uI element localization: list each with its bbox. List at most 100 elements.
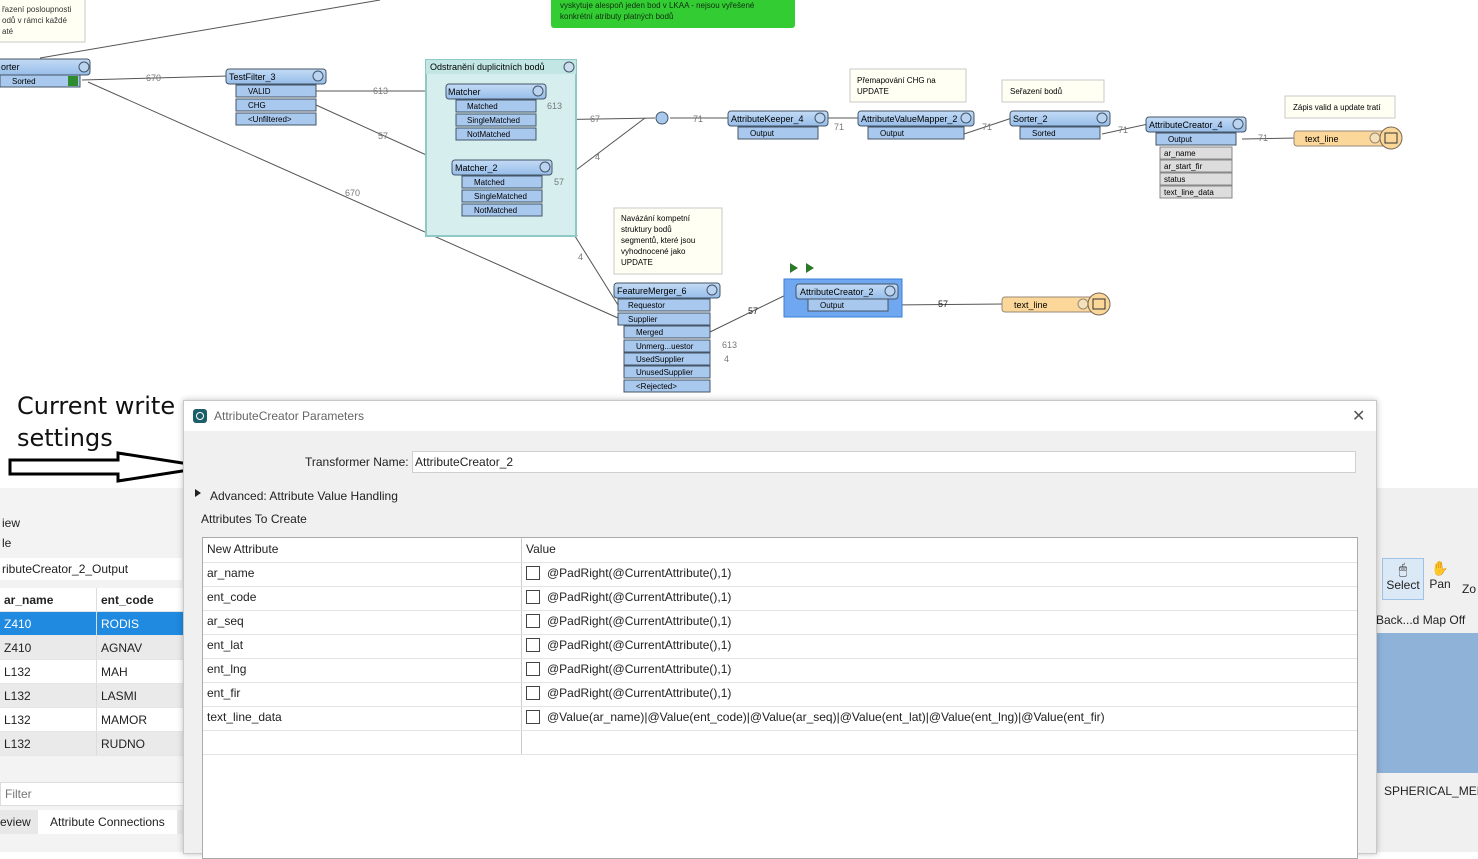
attribute-value[interactable]: @PadRight(@CurrentAttribute(),1)	[547, 686, 732, 700]
transformer-attributevaluemapper[interactable]: AttributeValueMapper_2 Output	[857, 110, 975, 140]
value-editor-icon[interactable]	[526, 710, 540, 724]
svg-text:71: 71	[693, 114, 703, 124]
table-row[interactable]: ent_fir @PadRight(@CurrentAttribute(),1)	[203, 682, 1357, 707]
select-tool-button[interactable]: 🖱 Select	[1382, 558, 1424, 600]
attribute-value[interactable]: @Value(ar_name)|@Value(ent_code)|@Value(…	[547, 710, 1105, 724]
junction[interactable]	[655, 111, 669, 125]
attribute-name[interactable]: ent_fir	[207, 686, 241, 700]
attribute-value[interactable]: @PadRight(@CurrentAttribute(),1)	[547, 614, 732, 628]
writer-text-line-1[interactable]: text_line	[1293, 126, 1403, 150]
attribute-value[interactable]: @PadRight(@CurrentAttribute(),1)	[547, 590, 732, 604]
zoom-tool-button[interactable]: Zo	[1462, 582, 1477, 596]
attribute-value[interactable]: @PadRight(@CurrentAttribute(),1)	[547, 566, 732, 580]
table-row[interactable]: ar_seq @PadRight(@CurrentAttribute(),1)	[203, 610, 1357, 635]
value-editor-icon[interactable]	[526, 566, 540, 580]
table-row[interactable]: ent_code @PadRight(@CurrentAttribute(),1…	[203, 586, 1357, 611]
column-header[interactable]: ar_name	[0, 588, 97, 612]
gear-icon[interactable]	[1232, 118, 1244, 130]
transformer-name-input[interactable]: AttributeCreator_2	[412, 451, 1356, 473]
table-row[interactable]: text_line_data @Value(ar_name)|@Value(en…	[203, 706, 1357, 731]
transformer-sorter-2[interactable]: Sorter_2 Sorted	[1009, 110, 1111, 140]
writer-text-line-2[interactable]: text_line	[1001, 292, 1111, 316]
gear-icon[interactable]	[884, 285, 896, 297]
transformer-attributekeeper[interactable]: AttributeKeeper_4 Output	[727, 110, 829, 140]
expand-triangle-icon[interactable]	[195, 489, 201, 497]
tab-preview[interactable]: eview	[0, 815, 31, 829]
transformer-matcher-2[interactable]: Matcher_2 Matched SingleMatched NotMatch…	[451, 159, 553, 217]
table-cell: MAMOR	[96, 707, 184, 732]
table-row-empty[interactable]	[203, 730, 1357, 755]
gear-icon[interactable]	[814, 112, 826, 124]
transformer-attributecreator-4[interactable]: AttributeCreator_4 Output ar_name ar_sta…	[1145, 116, 1247, 199]
svg-text:NotMatched: NotMatched	[474, 206, 517, 215]
table-row[interactable]: ent_lng @PadRight(@CurrentAttribute(),1)	[203, 658, 1357, 683]
value-editor-icon[interactable]	[526, 590, 540, 604]
run-to-this-icon[interactable]	[790, 263, 814, 273]
inspect-icon[interactable]	[68, 76, 78, 86]
workspace-canvas[interactable]: řazení posloupnosti odů v rámci každé at…	[0, 0, 1478, 400]
table-row[interactable]: ent_lat @PadRight(@CurrentAttribute(),1)	[203, 634, 1357, 659]
background-map-toggle[interactable]: Back...d Map Off	[1376, 613, 1466, 627]
svg-text:text_line: text_line	[1014, 300, 1048, 310]
transformer-featuremerger[interactable]: FeatureMerger_6 Requestor Supplier Merge…	[613, 282, 721, 393]
map-view[interactable]	[1376, 633, 1478, 773]
value-editor-icon[interactable]	[526, 662, 540, 676]
svg-text:UsedSupplier: UsedSupplier	[636, 355, 684, 364]
table-cell: Z410	[0, 611, 97, 636]
svg-text:AttributeKeeper_4: AttributeKeeper_4	[731, 114, 804, 124]
svg-text:57: 57	[378, 131, 388, 141]
column-header[interactable]: ent_code	[96, 588, 184, 612]
attribute-value[interactable]: @PadRight(@CurrentAttribute(),1)	[547, 638, 732, 652]
gear-icon[interactable]	[1077, 298, 1089, 310]
attribute-name[interactable]: ent_lng	[207, 662, 247, 676]
gear-icon[interactable]	[706, 284, 718, 296]
advanced-section-toggle[interactable]: Advanced: Attribute Value Handling	[210, 489, 398, 503]
svg-text:ar_name: ar_name	[1164, 149, 1196, 158]
table-row[interactable]: ar_name @PadRight(@CurrentAttribute(),1)	[203, 562, 1357, 587]
svg-text:Output: Output	[750, 129, 775, 138]
gear-icon[interactable]	[1096, 112, 1108, 124]
svg-text:SingleMatched: SingleMatched	[474, 192, 527, 201]
attribute-value[interactable]: @PadRight(@CurrentAttribute(),1)	[547, 662, 732, 676]
gear-icon[interactable]	[78, 61, 90, 73]
svg-text:SingleMatched: SingleMatched	[467, 116, 520, 125]
svg-text:<Rejected>: <Rejected>	[636, 382, 677, 391]
attribute-name[interactable]: ent_lat	[207, 638, 244, 652]
gear-icon[interactable]	[960, 112, 972, 124]
attribute-name[interactable]: text_line_data	[207, 710, 282, 724]
attribute-name[interactable]: ar_seq	[207, 614, 244, 628]
filter-input[interactable]	[0, 782, 186, 806]
cursor-icon: 🖱	[1398, 561, 1408, 577]
value-editor-icon[interactable]	[526, 614, 540, 628]
pan-tool-button[interactable]: ✋ Pan	[1428, 560, 1452, 596]
gear-icon[interactable]	[1369, 132, 1381, 144]
tab-attribute-connections[interactable]: Attribute Connections	[38, 810, 177, 834]
feature-type-selector[interactable]: ributeCreator_2_Output	[0, 558, 182, 580]
gear-icon[interactable]	[312, 70, 324, 82]
attribute-name[interactable]: ent_code	[207, 590, 257, 604]
value-editor-icon[interactable]	[526, 638, 540, 652]
value-editor-icon[interactable]	[526, 686, 540, 700]
transformer-sorter[interactable]: orter Sorted	[0, 58, 91, 88]
transformer-testfilter[interactable]: TestFilter_3 VALID CHG <Unfiltered>	[225, 68, 327, 126]
transformer-attributecreator-2[interactable]: AttributeCreator_2 Output	[783, 278, 903, 318]
svg-text:Merged: Merged	[636, 328, 663, 337]
attribute-name[interactable]: ar_name	[207, 566, 255, 580]
gear-icon[interactable]	[563, 61, 575, 73]
gear-icon[interactable]	[539, 161, 551, 173]
panel-tab-view[interactable]: iew	[2, 516, 21, 530]
svg-text:text_line: text_line	[1305, 134, 1339, 144]
column-header[interactable]: Value	[526, 542, 556, 556]
panel-tab-file[interactable]: le	[2, 536, 12, 550]
svg-text:Matched: Matched	[467, 102, 498, 111]
gear-icon[interactable]	[532, 85, 544, 97]
close-icon[interactable]: ✕	[1352, 408, 1366, 425]
column-header[interactable]: New Attribute	[207, 542, 279, 556]
transformer-matcher[interactable]: Matcher Matched SingleMatched NotMatched	[445, 83, 547, 141]
